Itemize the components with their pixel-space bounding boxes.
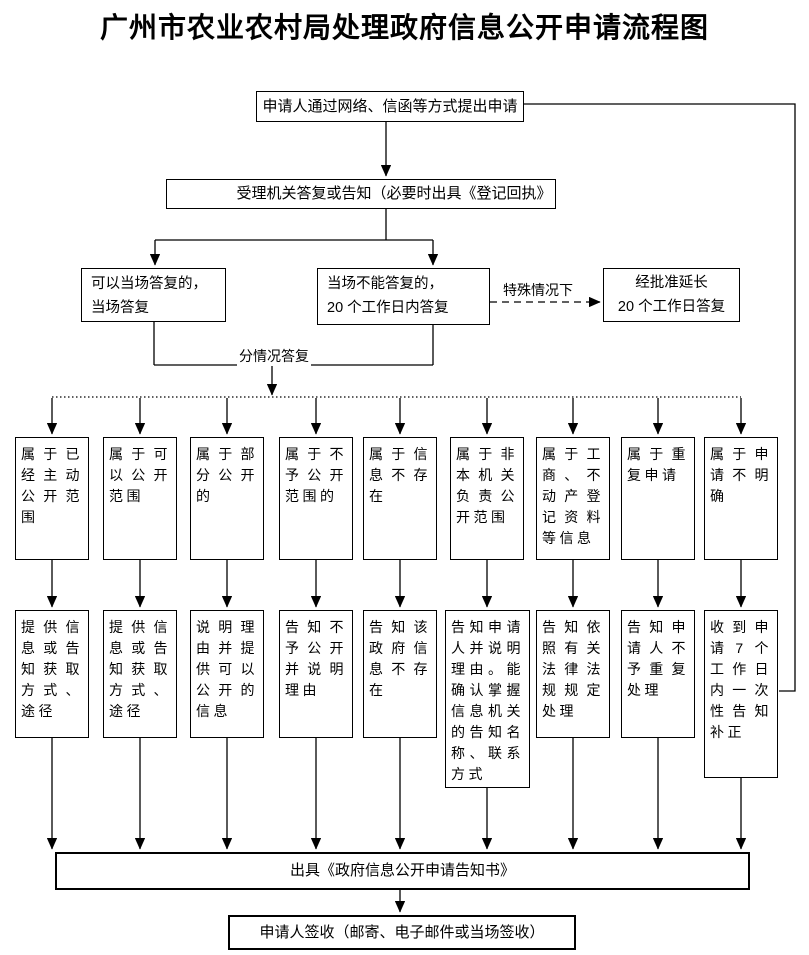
page-title: 广州市农业农村局处理政府信息公开申请流程图: [99, 13, 709, 44]
node-category-2: 属于可以公开范围: [103, 437, 177, 560]
node-result-4: 告知不予公开并说明理由: [279, 610, 353, 738]
node-result-7: 告知依照有关法律法规规定处理: [536, 610, 610, 738]
node-extended-reply: 经批准延长 20 个工作日答复: [603, 268, 740, 322]
label-special-case: 特殊情况下: [501, 280, 575, 300]
node-category-5: 属于信息不存在: [363, 437, 437, 560]
node-result-1: 提供信息或告知获取方式、途径: [15, 610, 89, 738]
node-issue-notice: 出具《政府信息公开申请告知书》: [55, 852, 750, 890]
node-result-6: 告知申请人并说明理由。能确认掌握信息机关的告知名称、联系方式: [445, 610, 530, 788]
node-apply: 申请人通过网络、信函等方式提出申请: [256, 91, 524, 122]
node-category-6: 属于非本机关负责公开范围: [450, 437, 524, 560]
node-result-2: 提供信息或告知获取方式、途径: [103, 610, 177, 738]
node-result-9: 收到申请7个工作日内一次性告知补正: [704, 610, 778, 778]
node-category-8: 属于重复申请: [621, 437, 695, 560]
node-sign-receipt: 申请人签收（邮寄、电子邮件或当场签收）: [228, 915, 576, 950]
delayed-reply-text: 当场不能答复的， 20 个工作日内答复: [327, 276, 449, 316]
node-category-3: 属于部分公开的: [190, 437, 264, 560]
node-accept: 受理机关答复或告知（必要时出具《登记回执》: [166, 179, 556, 209]
node-category-1: 属于已经主动公开范围: [15, 437, 89, 560]
node-result-3: 说明理由并提供可以公开的信息: [190, 610, 264, 738]
node-category-7: 属于工商、不动产登记资料等信息: [536, 437, 610, 560]
node-category-4: 属于不予公开范围的: [279, 437, 353, 560]
label-split-reply: 分情况答复: [237, 346, 311, 366]
node-category-9: 属于申请不明确: [704, 437, 778, 560]
node-delayed-reply: 当场不能答复的， 20 个工作日内答复: [317, 268, 490, 325]
node-onsite-reply: 可以当场答复的， 当场答复: [81, 268, 226, 322]
node-result-5: 告知该政府信息不存在: [363, 610, 437, 738]
node-result-8: 告知申请人不予重复处理: [621, 610, 695, 738]
onsite-reply-text: 可以当场答复的， 当场答复: [91, 276, 207, 316]
